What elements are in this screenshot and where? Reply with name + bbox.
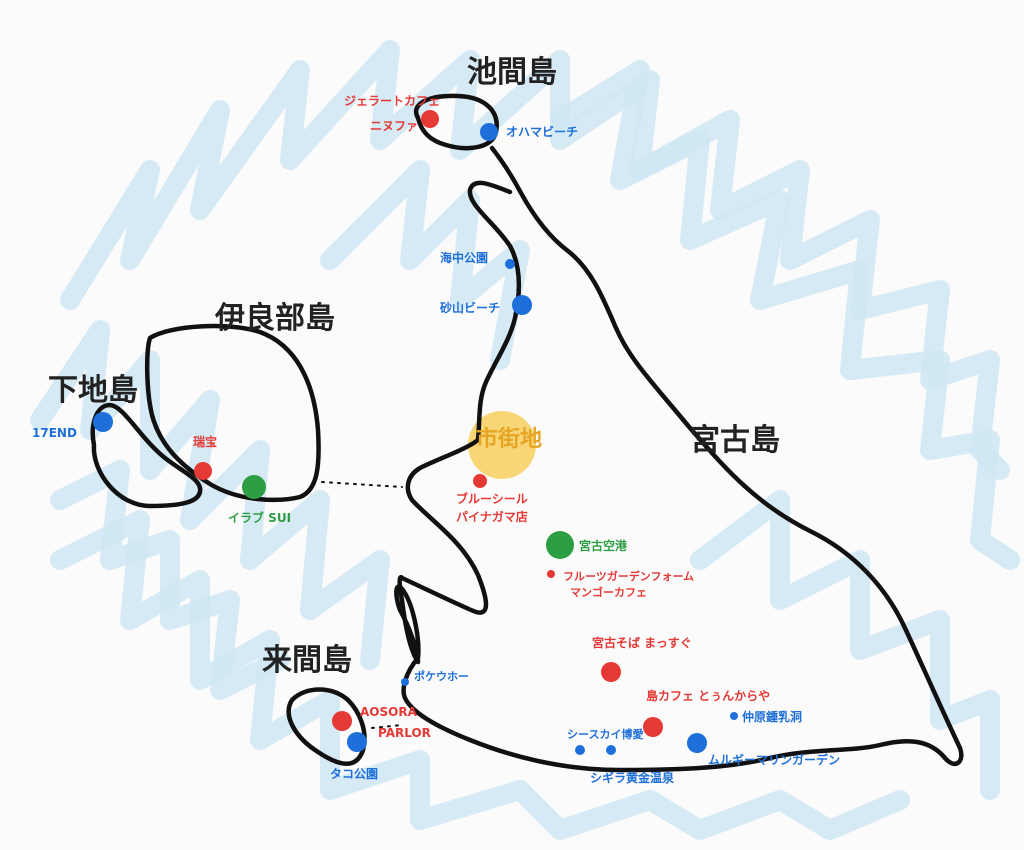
pokepoke-marker[interactable]: [401, 678, 409, 686]
fruits-cafe-label: マンゴーカフェ: [570, 585, 647, 599]
island-name-kurima: 来間島: [262, 643, 352, 678]
sea-stroke: [50, 510, 910, 840]
sunayama-beach-marker[interactable]: [512, 295, 532, 315]
ohama-beach-label: オハマビーチ: [506, 124, 578, 139]
shima-cafe-label: 島カフェ とぅんからや: [646, 688, 770, 703]
irabu-sui-label: イラブ SUI: [228, 510, 291, 525]
gelato-cafe-label: ジェラートカフェ: [344, 94, 440, 108]
sea-stroke: [50, 460, 290, 700]
island-name-shimoji: 下地島: [48, 373, 138, 408]
seaside-label: シースカイ博愛: [567, 727, 643, 741]
sea-shading: [30, 40, 1020, 840]
miyako-airport-marker[interactable]: [546, 531, 574, 559]
shimoji-coastline: [90, 402, 203, 509]
zuisho-marker[interactable]: [194, 462, 212, 480]
sea-stroke: [30, 320, 390, 670]
seventeen-end-label: 17END: [32, 426, 77, 440]
kaichu-park-label: 海中公園: [440, 250, 488, 265]
shima-cafe-marker[interactable]: [643, 717, 663, 737]
irabu-coastline: [144, 323, 321, 503]
gelato-cafe-label: ニヌファ: [370, 119, 418, 133]
tako-park-marker[interactable]: [347, 732, 367, 752]
zuisho-label: 瑞宝: [193, 434, 217, 449]
gelato-cafe-marker[interactable]: [421, 110, 439, 128]
miyako-coastline: [394, 145, 964, 773]
seaside-marker-b[interactable]: [606, 745, 616, 755]
downtown-label: 市街地: [476, 426, 542, 452]
ueno-garden-label: ムルギーマリンガーデン: [708, 752, 840, 767]
tako-park-label: タコ公園: [330, 767, 378, 781]
miyako-soba-label: 宮古そば まっすぐ: [592, 635, 692, 650]
downtown-area: [468, 411, 536, 479]
island-name-miyako: 宮古島: [690, 423, 780, 458]
miyako-soba-marker[interactable]: [601, 662, 621, 682]
blue-seal-marker[interactable]: [473, 474, 487, 488]
sea-stroke: [320, 160, 530, 370]
island-name-irabu: 伊良部島: [214, 301, 335, 336]
irabu-sui-marker[interactable]: [242, 475, 266, 499]
fruits-cafe-marker[interactable]: [547, 570, 555, 578]
blue-seal-label: ブルーシール: [456, 491, 528, 506]
aosora-parlor-label: AOSORA: [360, 705, 418, 719]
ueno-garden-marker[interactable]: [687, 733, 707, 753]
seventeen-end-marker[interactable]: [93, 412, 113, 432]
seaside-marker-a[interactable]: [575, 745, 585, 755]
aosora-parlor-marker[interactable]: [332, 711, 352, 731]
irabu-bridge: [321, 481, 403, 488]
miyako-airport-label: 宮古空港: [579, 538, 628, 553]
blue-seal-label: パイナガマ店: [456, 509, 528, 524]
ohama-beach-marker[interactable]: [480, 123, 498, 141]
kaichu-park-marker[interactable]: [505, 259, 515, 269]
sunayama-beach-label: 砂山ビーチ: [439, 300, 500, 315]
nakahara-cave-label: 仲原鍾乳洞: [742, 709, 802, 724]
sea-stroke: [550, 60, 1020, 570]
nakahara-cave-marker[interactable]: [730, 712, 738, 720]
sea-stroke: [690, 490, 1000, 800]
kurima-bridge: [371, 724, 403, 729]
shigira-onsen-label: シギラ黄金温泉: [590, 770, 675, 785]
pokepoke-label: ポケウホー: [414, 669, 469, 683]
sea-stroke: [60, 40, 1010, 480]
aosora-parlor-label: PARLOR: [378, 726, 431, 740]
island-name-ikema: 池間島: [467, 55, 557, 90]
fruits-cafe-label: フルーツガーデンフォーム: [563, 569, 694, 583]
